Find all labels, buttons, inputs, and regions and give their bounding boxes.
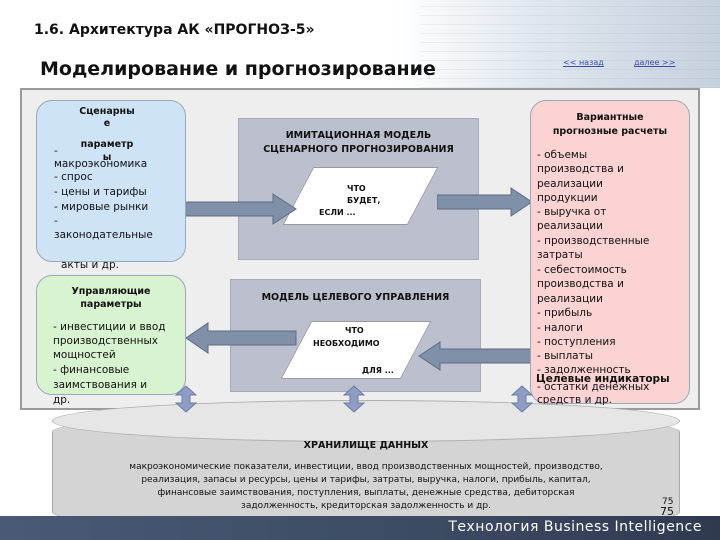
forecast-title-line1: Вариантные — [576, 112, 644, 123]
forecast-item: - выручка от — [537, 206, 607, 218]
warehouse-line: задолженность, кредиторская задолженност… — [241, 501, 491, 511]
footer-text: Технология Business Intelligence — [448, 519, 702, 535]
control-item: заимствования и — [53, 379, 148, 391]
scenario-item: - — [54, 145, 58, 157]
what-if-line1: ЧТО — [347, 184, 366, 193]
arrow-model-to-forecast — [437, 187, 533, 217]
data-warehouse-title: ХРАНИЛИЩЕ ДАННЫХ — [303, 440, 429, 451]
scenario-title-line2: е — [103, 118, 111, 129]
warehouse-line: макроэкономические показатели, инвестици… — [129, 462, 603, 472]
nav-forward-link[interactable]: далее >> — [634, 58, 676, 67]
target-indicators-label: Целевые индикаторы — [536, 373, 670, 385]
scenario-item: - мировые рынки — [54, 201, 149, 213]
scenario-item: акты и др. — [61, 259, 119, 271]
control-item: - инвестиции и ввод — [53, 321, 166, 333]
double-arrow-right — [511, 385, 533, 413]
control-item: - финансовые — [53, 364, 130, 376]
scenario-item: - цены и тарифы — [54, 186, 147, 198]
forecast-item: - себестоимость — [537, 264, 627, 276]
page-number-small: 75 — [662, 497, 674, 507]
scenario-item: законодательные — [54, 229, 153, 241]
forecast-item: - объемы — [537, 149, 588, 161]
double-arrow-middle — [343, 385, 365, 413]
scenario-params-card — [36, 100, 186, 262]
what-if-line2: БУДЕТ, — [347, 196, 381, 205]
what-if-line3: ЕСЛИ ... — [319, 208, 356, 217]
forecast-item: затраты — [537, 249, 583, 261]
control-title-line1: Управляющие — [71, 286, 151, 297]
page-title: Моделирование и прогнозирование — [40, 58, 436, 80]
scenario-title-line4: ы — [102, 152, 112, 163]
what-needed-line2: НЕОБХОДИМО — [313, 339, 380, 348]
forecast-item: средств и др. — [537, 394, 612, 406]
header-background — [0, 0, 720, 88]
nav-back-link[interactable]: << назад — [563, 58, 604, 67]
control-item: др. — [53, 394, 71, 406]
forecast-item: реализации — [537, 178, 603, 190]
warehouse-line: финансовые заимствования, поступления, в… — [157, 488, 575, 498]
control-params-card — [36, 275, 186, 395]
control-title-line2: параметры — [80, 299, 142, 310]
forecast-card — [530, 100, 690, 404]
header-decoration — [420, 0, 720, 88]
arrow-forecast-to-target — [418, 341, 536, 371]
what-needed-line1: ЧТО — [345, 326, 364, 335]
imitation-model-title-line1: ИМИТАЦИОННАЯ МОДЕЛЬ — [285, 130, 432, 141]
scenario-item: - — [54, 215, 58, 227]
arrow-target-to-control — [185, 322, 297, 354]
footer-bar — [0, 516, 720, 540]
forecast-item: производства и — [537, 163, 624, 175]
forecast-item: - прибыль — [537, 307, 593, 319]
forecast-item: реализации — [537, 220, 603, 232]
forecast-item: - остатки денежных — [537, 381, 650, 393]
forecast-item: - выплаты — [537, 350, 594, 362]
scenario-item: макроэкономика — [54, 158, 148, 170]
forecast-item: реализации — [537, 293, 603, 305]
target-model-title: МОДЕЛЬ ЦЕЛЕВОГО УПРАВЛЕНИЯ — [261, 292, 450, 303]
warehouse-line: реализация, запасы и ресурсы, цены и тар… — [141, 475, 591, 485]
scenario-title-line3: параметр — [80, 139, 134, 150]
page-number: 75 — [660, 505, 674, 518]
forecast-item: - поступления — [537, 336, 616, 348]
forecast-item: - налоги — [537, 322, 583, 334]
double-arrow-left — [175, 385, 197, 413]
forecast-item: - производственные — [537, 235, 650, 247]
arrow-scenario-to-model — [183, 193, 297, 225]
scenario-item: - спрос — [54, 171, 93, 183]
data-warehouse-top — [52, 400, 680, 442]
forecast-item: продукции — [537, 192, 598, 204]
what-needed-line3: ДЛЯ ... — [362, 366, 394, 375]
section-title: 1.6. Архитектура АК «ПРОГНОЗ-5» — [34, 22, 315, 38]
forecast-title-line2: прогнозные расчеты — [552, 126, 668, 137]
imitation-model-title-line2: СЦЕНАРНОГО ПРОГНОЗИРОВАНИЯ — [263, 144, 454, 155]
scenario-title-line1: Сценарны — [79, 106, 135, 117]
forecast-item: - задолженность — [537, 364, 631, 376]
forecast-item: производства и — [537, 278, 624, 290]
control-item: мощностей — [53, 349, 116, 361]
control-item: производственных — [53, 335, 159, 347]
